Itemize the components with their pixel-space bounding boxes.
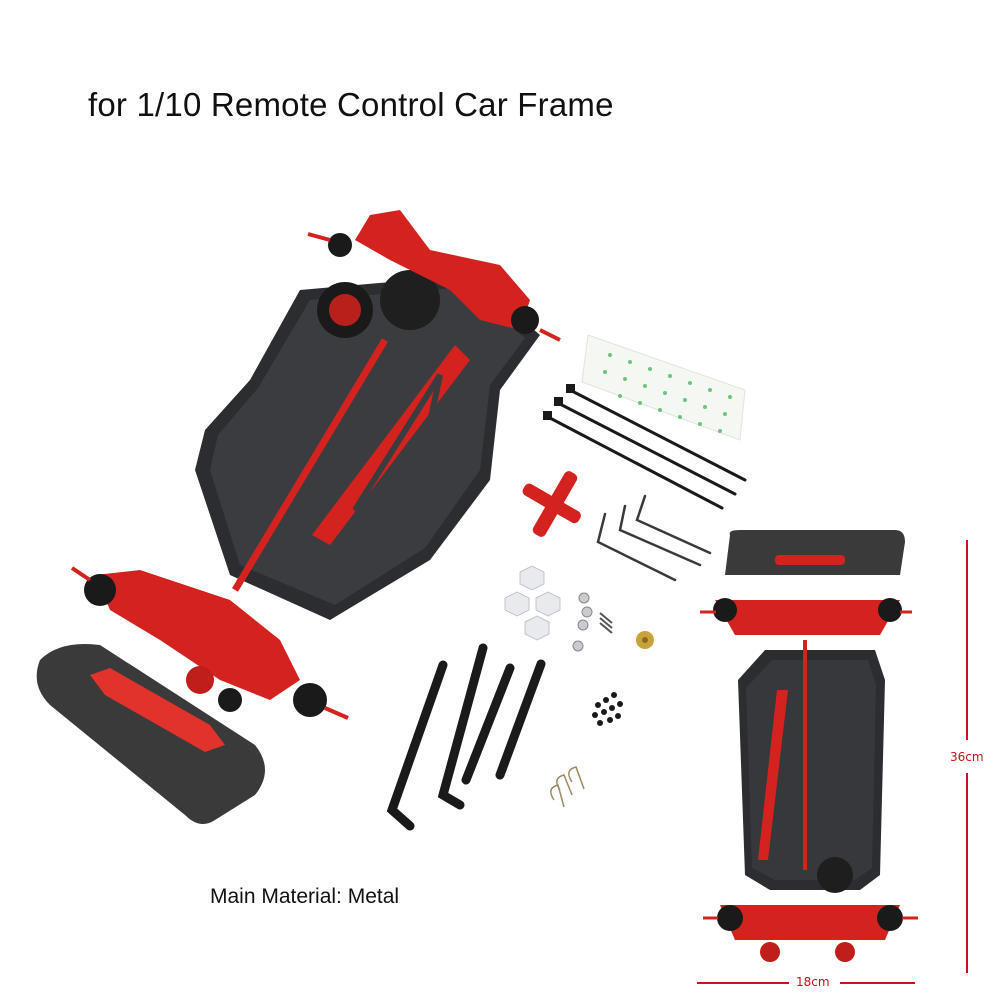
length-dimension-label: 36cm (950, 750, 984, 764)
adhesive-tape (581, 334, 746, 441)
body-posts (386, 643, 546, 831)
body-clips (550, 766, 585, 808)
width-dimension-line-right (840, 982, 915, 984)
small-hardware (572, 592, 654, 652)
material-caption: Main Material: Metal (210, 885, 400, 908)
hex-keys (596, 494, 712, 582)
width-dimension-line-left (697, 982, 789, 984)
top-view-chassis (700, 530, 918, 962)
cross-wrench (522, 471, 581, 537)
width-dimension-label: 18cm (796, 975, 830, 989)
product-title: for 1/10 Remote Control Car Frame (88, 86, 614, 123)
angled-chassis (36, 210, 561, 824)
hex-hubs (504, 565, 561, 641)
length-dimension-line-bottom (966, 773, 968, 973)
screws (592, 692, 623, 726)
length-dimension-line-top (966, 540, 968, 740)
cable-ties (543, 384, 747, 510)
